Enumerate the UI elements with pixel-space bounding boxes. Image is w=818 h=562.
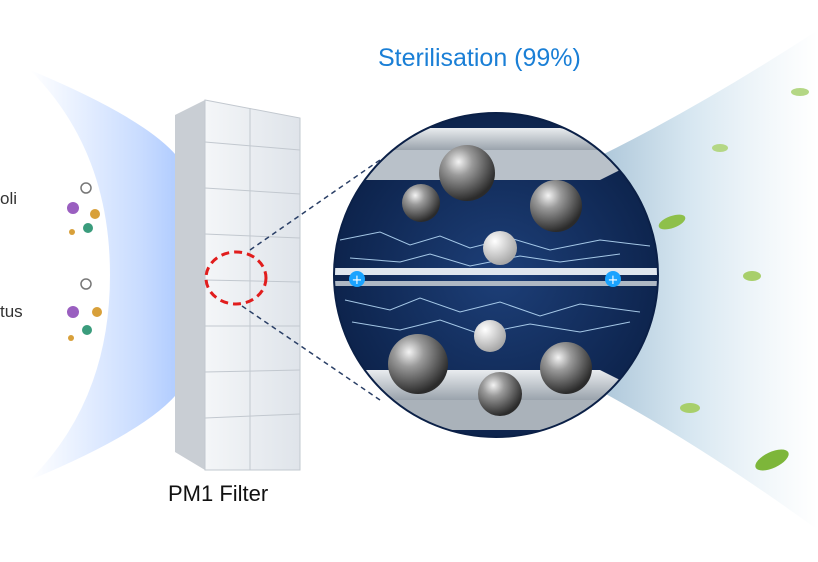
- filter-caption: PM1 Filter: [168, 481, 269, 506]
- particle-label-2: tus: [0, 302, 23, 321]
- svg-text:+: +: [352, 273, 363, 288]
- particle-cluster-2: [67, 278, 102, 341]
- sterilisation-title: Sterilisation (99%): [378, 44, 581, 72]
- leaf-icons: [658, 88, 809, 471]
- highlight-ring: [204, 250, 268, 306]
- pm1-filter-box: [175, 99, 301, 471]
- particle-cluster-1: [67, 182, 100, 235]
- particle-label-1: oli: [0, 189, 18, 208]
- zoom-view: + +: [334, 113, 658, 437]
- zoom-guide-bottom: [241, 305, 381, 401]
- svg-text:+: +: [608, 273, 619, 288]
- clean-air-stream: [560, 30, 818, 530]
